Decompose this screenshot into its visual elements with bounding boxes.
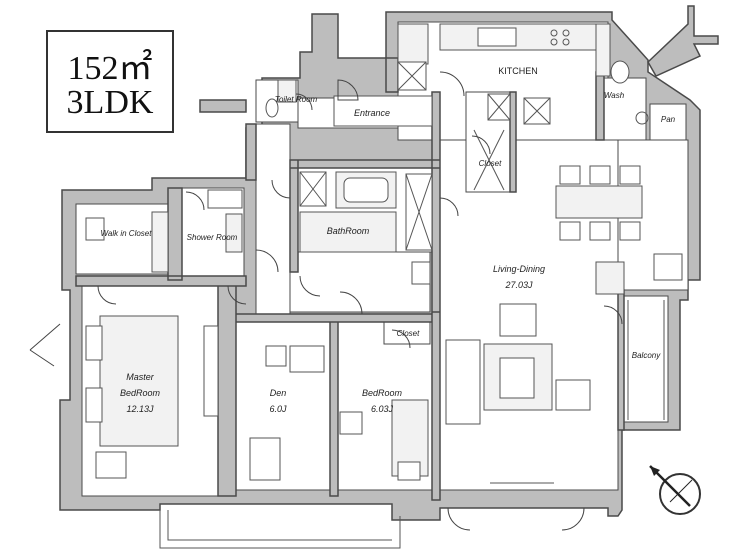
south-balcony-rail	[159, 510, 401, 549]
label-bathroom: BathRoom	[327, 226, 370, 236]
dining-table	[555, 185, 643, 219]
pan-drain	[635, 111, 649, 125]
floor-area: 152㎡	[67, 50, 153, 87]
den-bed	[249, 437, 281, 481]
label-living-dining: Living-Dining	[493, 264, 545, 274]
label-bedroom: BedRoom	[362, 388, 403, 398]
wash-floor	[597, 77, 647, 143]
fridge	[595, 23, 611, 77]
north-wall-arm	[199, 99, 247, 113]
bedroom-desk	[339, 411, 363, 435]
kitchen-sink	[477, 27, 517, 47]
label-living-dining-size: 27.03J	[504, 280, 533, 290]
label-walk-in-closet: Walk in Closet	[101, 229, 153, 238]
doors	[29, 71, 623, 531]
label-kitchen-closet: Closet	[479, 159, 502, 168]
nightstand-2	[85, 387, 103, 423]
corridor-floor	[289, 251, 431, 313]
label-kitchen: KITCHEN	[498, 66, 538, 76]
entrance-box	[333, 95, 433, 127]
label-bedroom-closet: Closet	[397, 329, 420, 338]
toilet-room-shelf	[277, 79, 297, 103]
den-chair	[265, 345, 287, 367]
toilet	[265, 98, 279, 118]
shower-cabinet	[225, 213, 243, 253]
layout-type: 3LDK	[66, 84, 154, 121]
label-master-size: 12.13J	[126, 404, 154, 414]
living-armchair-ne	[653, 253, 683, 281]
storage-cross	[397, 61, 427, 91]
label-shower-room: Shower Room	[187, 233, 238, 242]
column	[595, 261, 625, 295]
wic-rail	[151, 211, 169, 273]
laundry	[411, 261, 431, 285]
den-desk	[289, 345, 325, 373]
master-wardrobe	[203, 325, 219, 417]
label-pan: Pan	[661, 115, 676, 124]
kitchen-closet-lines	[473, 129, 505, 191]
living-armchair-right	[555, 379, 591, 411]
interior-partitions	[75, 57, 625, 501]
dining-chairs	[559, 165, 641, 241]
hall-floor	[255, 123, 291, 315]
shower-basin	[207, 189, 243, 209]
wash-basin	[610, 60, 630, 84]
bedroom-pillow	[397, 461, 421, 481]
compass-icon	[649, 465, 701, 515]
master-bed	[99, 315, 179, 447]
info-box: 152㎡ 3LDK	[46, 30, 174, 133]
label-wash: Wash	[604, 91, 625, 100]
nightstand-1	[85, 325, 103, 361]
label-bedroom-size: 6.03J	[371, 404, 394, 414]
ne-corner-structure	[647, 5, 719, 77]
label-den: Den	[270, 388, 287, 398]
kitchen-cabinet	[397, 23, 429, 65]
sofa	[445, 339, 481, 425]
label-den-size: 6.0J	[269, 404, 287, 414]
label-toilet-room: Toilet Room	[275, 95, 318, 104]
label-master: Master	[126, 372, 155, 382]
label-master-bedroom: BedRoom	[120, 388, 161, 398]
wic-shelf	[85, 217, 105, 241]
living-armchair-top	[499, 303, 537, 337]
label-entrance: Entrance	[354, 108, 390, 118]
label-balcony: Balcony	[632, 351, 661, 360]
kitchen-counter	[439, 23, 597, 51]
bath-vanity	[299, 211, 397, 253]
pan-floor	[649, 103, 687, 141]
master-chair	[95, 451, 127, 479]
